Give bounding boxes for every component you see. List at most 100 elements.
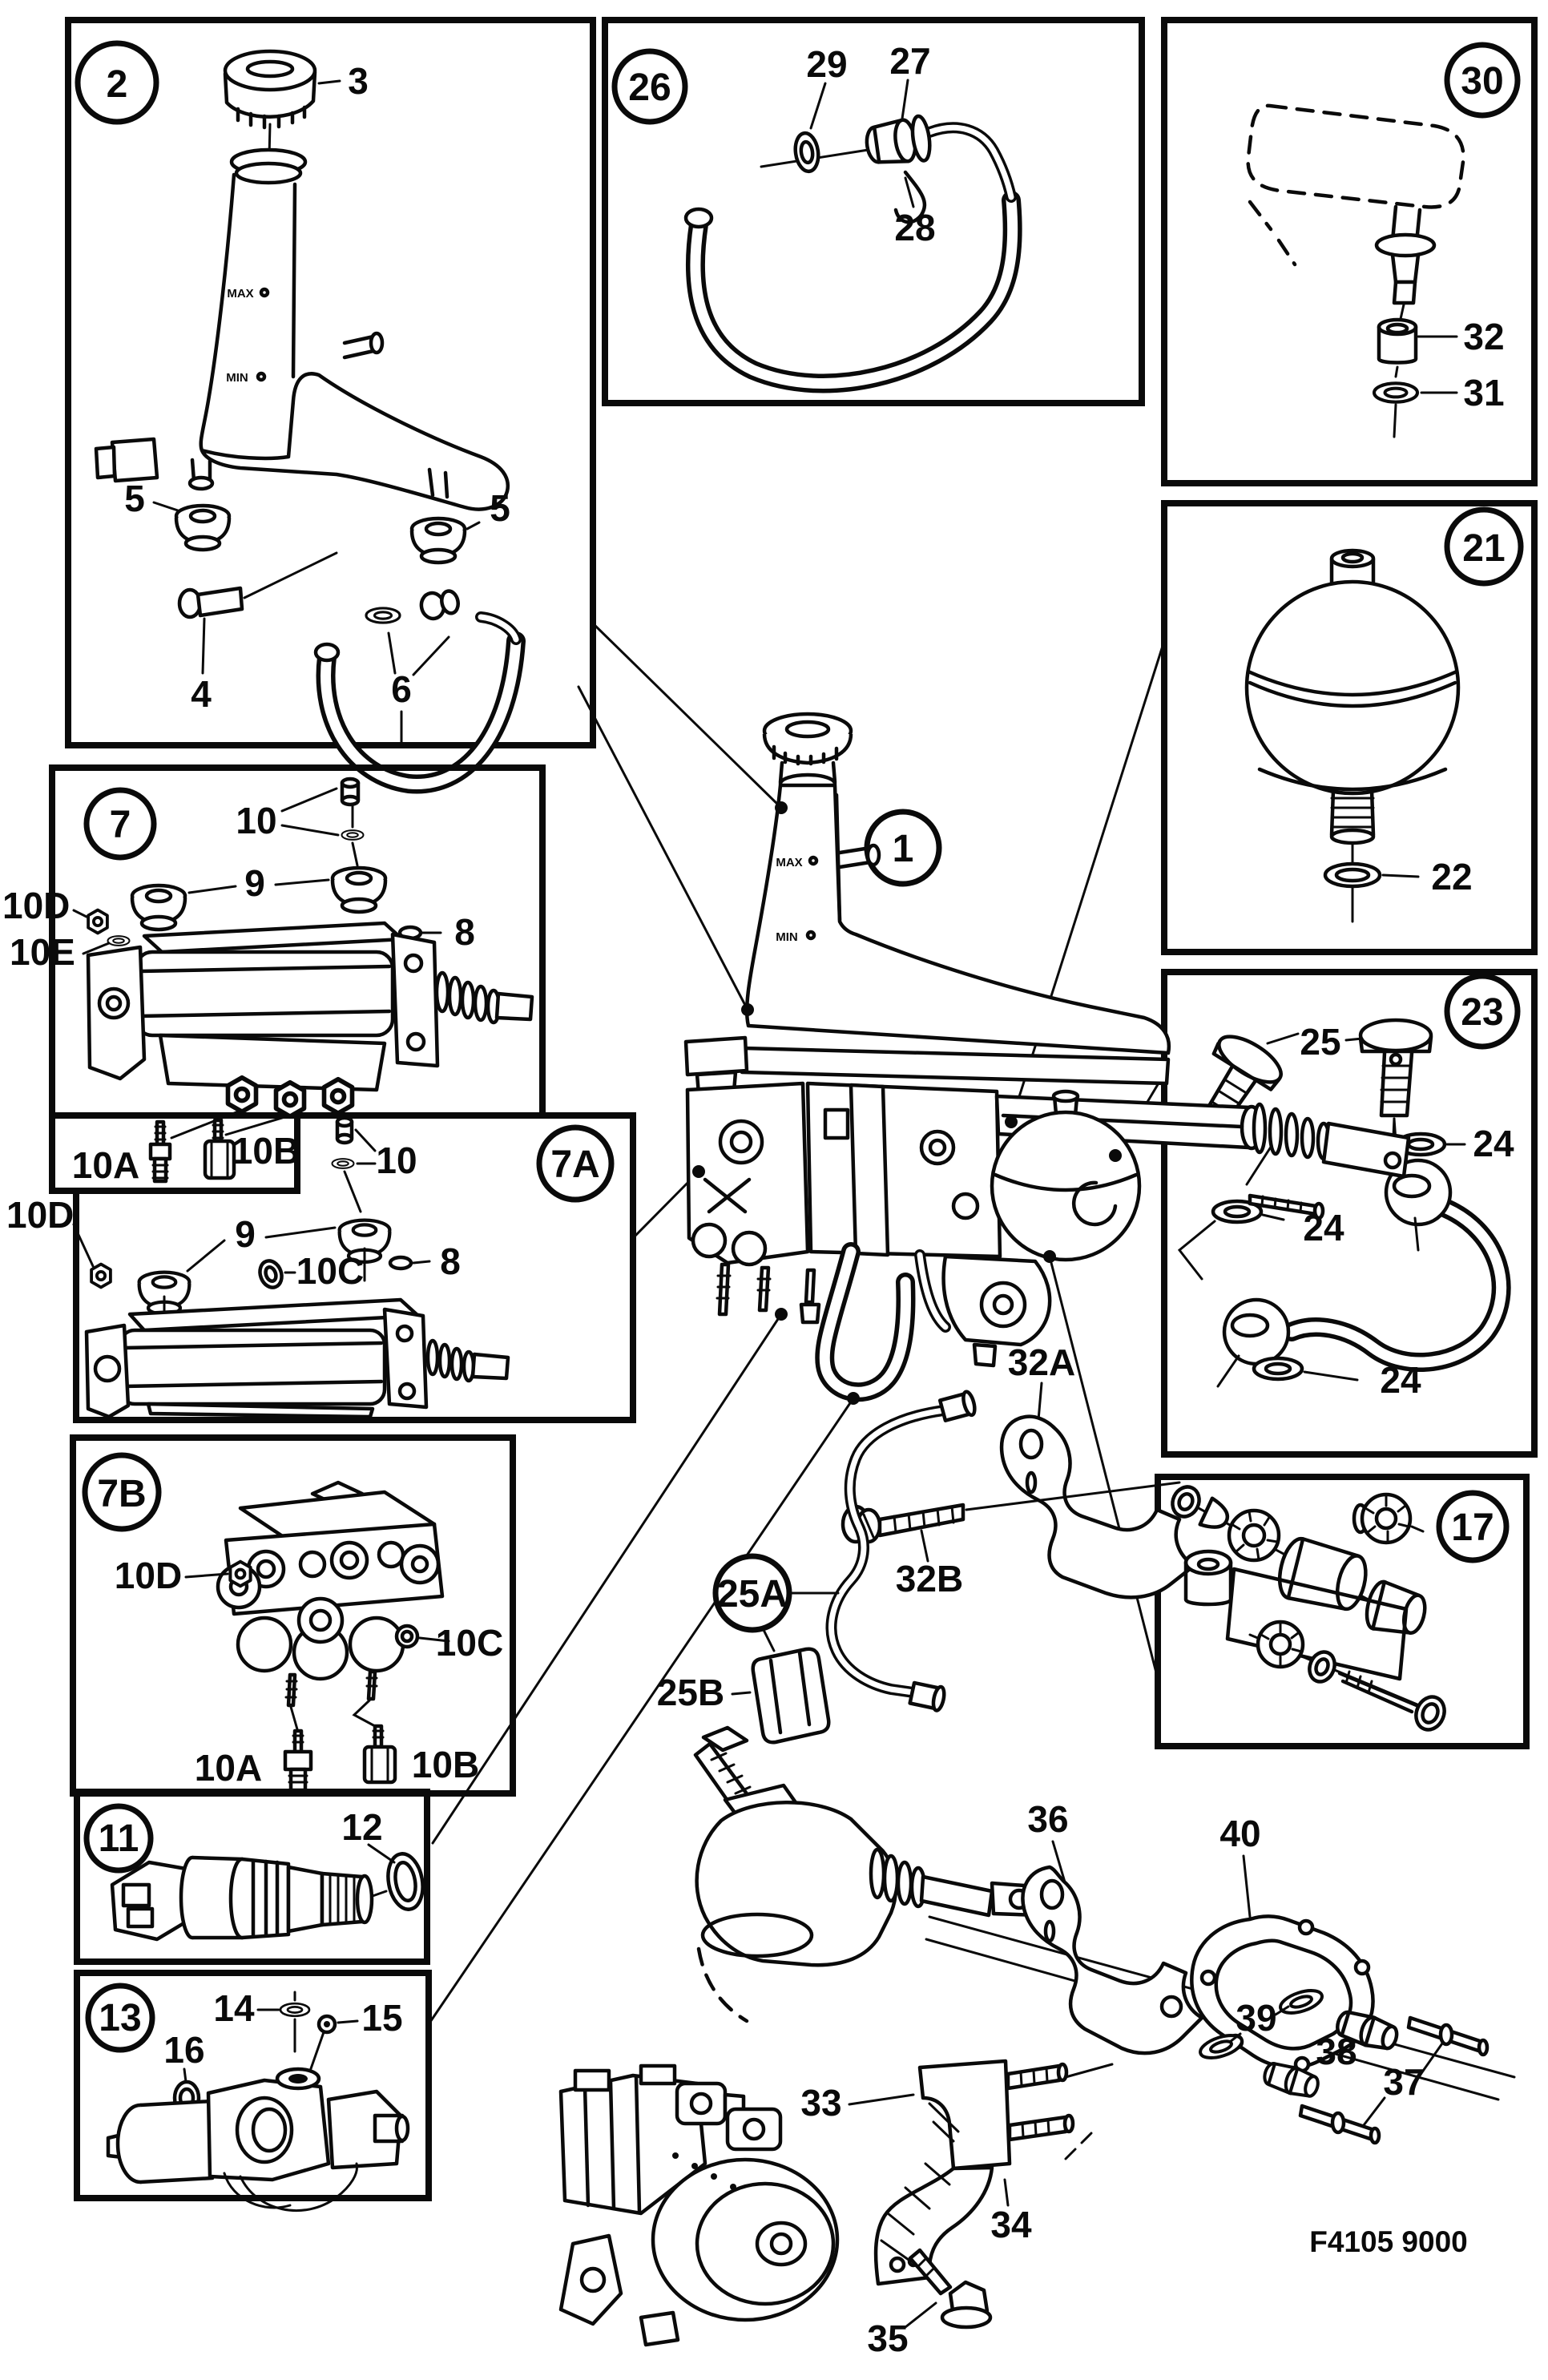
- badge-7b-circle: [82, 1452, 162, 1532]
- group-steering-rack: 36 40 39 38: [693, 1725, 1516, 2145]
- badge-11-circle: [83, 1803, 154, 1874]
- badge-7-circle: [83, 787, 157, 861]
- label-25b: 25B: [657, 1672, 724, 1713]
- group-pump-bracket: 33 34 35: [558, 2059, 1114, 2359]
- reservoir-min-mark: MIN: [776, 930, 798, 944]
- screw-32b-drawing: [841, 1481, 1181, 1544]
- group-pipes-brackets: 32A 32B 25A 25B: [657, 1341, 1233, 1745]
- bolt-10b: [203, 1118, 236, 1180]
- badge-7b: 7B: [97, 1473, 146, 1515]
- bolt-7b-10b: [362, 1724, 397, 1785]
- label-3: 3: [348, 60, 369, 102]
- label-37: 37: [1383, 2061, 1424, 2103]
- washer-24c: [1254, 1358, 1302, 1379]
- oring-7a-10c: [258, 1259, 284, 1289]
- fitting-27: [865, 114, 932, 164]
- stud-37a: [1406, 2015, 1490, 2057]
- nut-15: [316, 2014, 337, 2035]
- badge-17-circle: [1436, 1490, 1510, 1563]
- badge-26-circle: [611, 48, 688, 125]
- label-32b: 32B: [896, 1558, 963, 1599]
- label-29: 29: [806, 43, 847, 85]
- bracket-32a-drawing: [999, 1414, 1233, 1607]
- hose-6-drawing: [313, 589, 526, 794]
- oring-12: [386, 1852, 425, 1911]
- badge-7a: 7A: [550, 1144, 599, 1186]
- sleeve-38a: [1336, 2010, 1399, 2051]
- label-7b-10a: 10A: [195, 1747, 262, 1789]
- label-24c: 24: [1380, 1359, 1421, 1401]
- main-unit-drawing: [685, 1081, 1411, 1402]
- panel-7a: 7A 10 9 10C 8 10D: [6, 1112, 636, 1423]
- reservoir-max-mark: MAX: [776, 856, 802, 869]
- badge-2-circle: [75, 40, 159, 125]
- label-7a-8: 8: [440, 1240, 461, 1282]
- connector-lines: [429, 622, 1166, 2023]
- washer-31: [1374, 383, 1417, 401]
- label-38: 38: [1316, 2031, 1357, 2072]
- steering-gear-drawing: [693, 1725, 1516, 2101]
- label-36: 36: [1027, 1798, 1068, 1840]
- label-7-10d: 10D: [2, 885, 70, 926]
- label-7-10: 10: [236, 800, 276, 841]
- grommet-9-right: [333, 868, 385, 912]
- unit-7-body: [86, 921, 534, 1140]
- label-35: 35: [867, 2317, 908, 2359]
- panel-13: 13 14 15 16: [74, 1970, 432, 2213]
- bolt-7b-10a: [283, 1729, 313, 1793]
- sleeve-38b: [1263, 2062, 1320, 2098]
- reservoir-cap-drawing: [223, 49, 317, 159]
- label-24a: 24: [1473, 1123, 1514, 1164]
- badge-2: 2: [107, 63, 128, 106]
- hose-26-drawing: [683, 114, 1022, 393]
- badge-7: 7: [110, 804, 131, 846]
- sleeve-25b-drawing: [751, 1647, 831, 1745]
- label-7b-10d: 10D: [115, 1555, 182, 1596]
- label-31: 31: [1463, 372, 1504, 413]
- unit-7-small-parts: [280, 777, 365, 867]
- pin-7a-8: [388, 1255, 413, 1271]
- panel-23: 23 25 24 24 24: [1161, 969, 1538, 1458]
- unit-7a-small-parts: [331, 1115, 377, 1213]
- label-40: 40: [1219, 1813, 1260, 1854]
- valve-block-drawing: [216, 1480, 445, 1731]
- label-6: 6: [391, 668, 412, 710]
- oring-22: [1323, 861, 1382, 889]
- pressure-switch-drawing: [110, 1855, 388, 1942]
- panel-7b: 7B 10D 10C 10A 10B: [70, 1434, 516, 1797]
- label-32a: 32A: [1008, 1341, 1075, 1383]
- label-7a-10c: 10C: [296, 1250, 364, 1292]
- badge-26: 26: [628, 67, 671, 109]
- pipe-25a-drawing: [825, 1390, 977, 1712]
- bolt-4-drawing: [177, 551, 338, 675]
- stud-37b: [1298, 2104, 1381, 2145]
- washer-10e: [107, 935, 131, 946]
- bracket-33-drawing: [873, 2059, 1114, 2286]
- panel-7: 7 10 9 8 10D 10E: [2, 764, 546, 1194]
- bolt-10a: [148, 1119, 172, 1184]
- panel-17: 17: [1155, 1474, 1530, 1749]
- reservoir-ghost-drawing: [1246, 103, 1465, 321]
- label-22: 22: [1431, 856, 1472, 898]
- banjo-bolt-left: [1199, 1035, 1283, 1134]
- label-15: 15: [361, 1997, 402, 2039]
- bolt-35-drawing: [908, 2248, 993, 2330]
- bracket-36-drawing: [1021, 1865, 1204, 2055]
- panel-26: 26 29 27 28: [602, 17, 1145, 406]
- badge-21-circle: [1444, 506, 1524, 587]
- label-25: 25: [1300, 1021, 1340, 1063]
- badge-30: 30: [1461, 60, 1503, 103]
- label-27: 27: [889, 40, 930, 82]
- panel-30: 30 32 31: [1161, 17, 1538, 486]
- accumulator-drawing: [1244, 548, 1461, 923]
- badge-25a-circle: [712, 1553, 792, 1633]
- label-7b-10b: 10B: [412, 1744, 479, 1785]
- oring-7b-10c: [394, 1624, 420, 1649]
- label-7-8: 8: [454, 911, 475, 953]
- pump-drawing: [558, 2063, 840, 2347]
- nut-10d: [87, 908, 109, 935]
- grommet-5-right: [412, 518, 465, 563]
- washer-14: [279, 2002, 311, 2018]
- seal-kit-drawing: [1171, 1485, 1446, 1732]
